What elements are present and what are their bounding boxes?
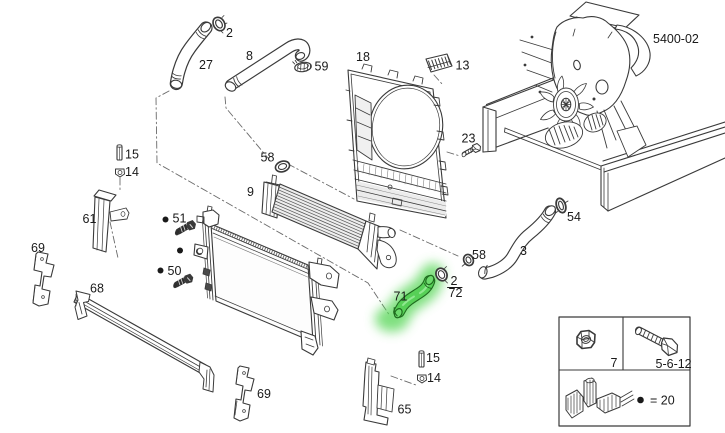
svg-text:15: 15	[125, 148, 139, 162]
svg-text:5400-02: 5400-02	[653, 32, 699, 46]
svg-text:58: 58	[472, 248, 486, 262]
svg-text:14: 14	[125, 165, 139, 179]
svg-text:3: 3	[520, 244, 527, 258]
svg-text:65: 65	[398, 403, 412, 417]
svg-text:27: 27	[199, 58, 213, 72]
svg-text:23: 23	[462, 132, 476, 146]
svg-text:54: 54	[567, 210, 581, 224]
svg-text:18: 18	[356, 50, 370, 64]
svg-text:50: 50	[168, 264, 182, 278]
svg-text:61: 61	[83, 212, 97, 226]
svg-text:13: 13	[456, 59, 470, 73]
svg-text:2: 2	[226, 26, 233, 40]
svg-text:68: 68	[90, 282, 104, 296]
svg-text:7: 7	[611, 356, 618, 370]
svg-text:72: 72	[449, 286, 463, 300]
svg-text:9: 9	[247, 185, 254, 199]
svg-text:2: 2	[451, 274, 458, 288]
svg-text:15: 15	[426, 351, 440, 365]
svg-text:8: 8	[246, 49, 253, 63]
svg-text:5-6-12: 5-6-12	[656, 357, 692, 371]
svg-text:69: 69	[31, 241, 45, 255]
svg-text:58: 58	[261, 151, 275, 165]
svg-text:59: 59	[315, 60, 329, 74]
svg-text:= 20: = 20	[650, 394, 675, 408]
svg-text:51: 51	[173, 212, 187, 226]
svg-text:69: 69	[257, 387, 271, 401]
svg-text:71: 71	[394, 290, 408, 304]
svg-text:14: 14	[427, 371, 441, 385]
